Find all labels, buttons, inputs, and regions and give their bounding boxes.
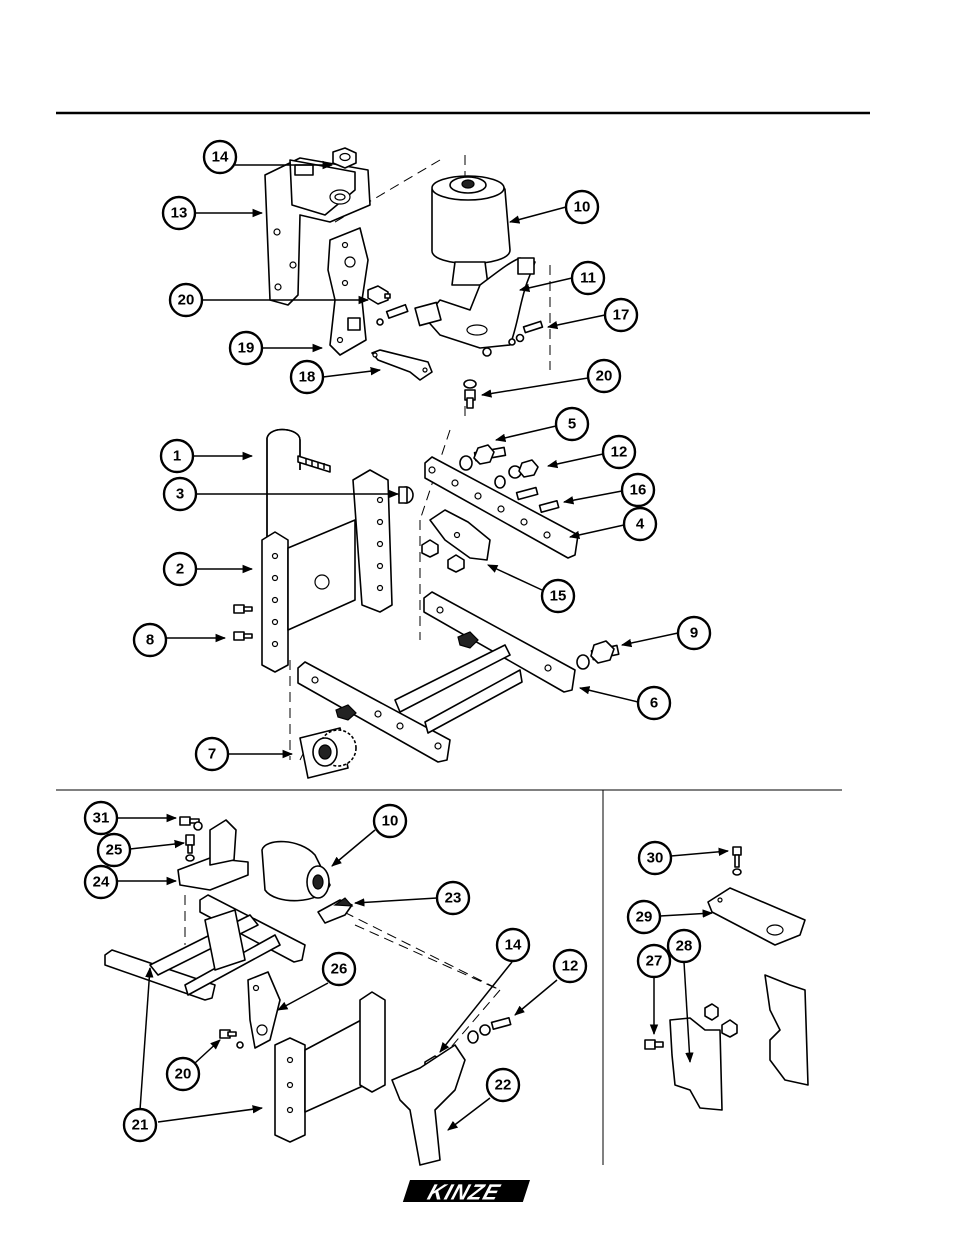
nut-14 xyxy=(333,148,356,168)
callout-29: 29 xyxy=(628,901,660,933)
callout-12: 12 xyxy=(603,436,635,468)
svg-text:19: 19 xyxy=(238,340,255,357)
svg-text:12: 12 xyxy=(562,958,579,975)
svg-text:23: 23 xyxy=(445,890,462,907)
svg-text:KINZE: KINZE xyxy=(425,1180,504,1204)
svg-text:29: 29 xyxy=(636,909,653,926)
bushing-3 xyxy=(399,487,413,503)
callout-20: 20 xyxy=(170,284,202,316)
callout-8: 8 xyxy=(134,624,166,656)
svg-text:7: 7 xyxy=(208,746,216,763)
svg-text:10: 10 xyxy=(382,813,399,830)
bolt-20-lower xyxy=(464,380,476,408)
callout-20: 20 xyxy=(588,360,620,392)
callout-28: 28 xyxy=(668,930,700,962)
svg-text:17: 17 xyxy=(613,307,630,324)
svg-text:26: 26 xyxy=(331,961,348,978)
svg-text:20: 20 xyxy=(596,368,613,385)
callout-22: 22 xyxy=(487,1069,519,1101)
callout-27: 27 xyxy=(638,945,670,977)
svg-text:16: 16 xyxy=(630,482,647,499)
callout-26: 26 xyxy=(323,953,355,985)
callout-13: 13 xyxy=(163,197,195,229)
bolt-5 xyxy=(460,445,505,470)
callout-19: 19 xyxy=(230,332,262,364)
mount-bracket-2 xyxy=(262,470,392,672)
callout-9: 9 xyxy=(678,617,710,649)
callout-12: 12 xyxy=(554,950,586,982)
bottom-left-assembly-parts xyxy=(105,817,511,1165)
svg-text:10: 10 xyxy=(574,199,591,216)
svg-text:14: 14 xyxy=(505,937,522,954)
svg-text:1: 1 xyxy=(173,448,181,465)
bottom-right-assembly-parts xyxy=(645,847,808,1110)
svg-text:20: 20 xyxy=(175,1066,192,1083)
callout-15: 15 xyxy=(542,580,574,612)
svg-text:15: 15 xyxy=(550,588,567,605)
callout-21: 21 xyxy=(124,1109,156,1141)
bolt-9 xyxy=(577,641,619,669)
svg-text:9: 9 xyxy=(690,625,698,642)
callout-20: 20 xyxy=(167,1058,199,1090)
callout-1: 1 xyxy=(161,440,193,472)
kinze-logo: KINZE xyxy=(402,1180,530,1204)
svg-text:12: 12 xyxy=(611,444,628,461)
svg-text:6: 6 xyxy=(650,695,658,712)
callout-4: 4 xyxy=(624,508,656,540)
wheel-10 xyxy=(432,176,510,285)
callout-2: 2 xyxy=(164,553,196,585)
svg-text:31: 31 xyxy=(93,810,110,827)
callout-7: 7 xyxy=(196,738,228,770)
svg-text:3: 3 xyxy=(176,486,184,503)
svg-text:25: 25 xyxy=(106,842,123,859)
callout-23: 23 xyxy=(437,882,469,914)
plate-15 xyxy=(422,510,490,572)
svg-text:13: 13 xyxy=(171,205,188,222)
callout-25: 25 xyxy=(98,834,130,866)
callout-11: 11 xyxy=(572,262,604,294)
callout-18: 18 xyxy=(291,361,323,393)
sprocket-7 xyxy=(300,728,356,778)
bolt-12 xyxy=(495,460,538,488)
callout-31: 31 xyxy=(85,802,117,834)
svg-text:27: 27 xyxy=(646,953,663,970)
bolts-8 xyxy=(234,605,252,640)
callout-10: 10 xyxy=(374,805,406,837)
svg-text:24: 24 xyxy=(93,874,110,891)
svg-text:5: 5 xyxy=(568,416,576,433)
callout-10: 10 xyxy=(566,191,598,223)
bolt-20-upper xyxy=(368,286,408,325)
svg-text:28: 28 xyxy=(676,938,693,955)
svg-text:30: 30 xyxy=(647,850,664,867)
callout-5: 5 xyxy=(556,408,588,440)
u-bolt-1 xyxy=(267,430,330,540)
link-18 xyxy=(372,350,432,380)
svg-text:14: 14 xyxy=(212,149,229,166)
callout-3: 3 xyxy=(164,478,196,510)
svg-text:18: 18 xyxy=(299,369,316,386)
callout-14: 14 xyxy=(204,141,236,173)
callout-24: 24 xyxy=(85,866,117,898)
svg-text:8: 8 xyxy=(146,632,154,649)
svg-text:21: 21 xyxy=(132,1117,149,1134)
callout-6: 6 xyxy=(638,687,670,719)
callout-14: 14 xyxy=(497,929,529,961)
callout-17: 17 xyxy=(605,299,637,331)
svg-text:2: 2 xyxy=(176,561,184,578)
svg-text:4: 4 xyxy=(636,516,645,533)
callout-30: 30 xyxy=(639,842,671,874)
svg-text:20: 20 xyxy=(178,292,195,309)
callout-16: 16 xyxy=(622,474,654,506)
svg-text:11: 11 xyxy=(580,270,596,287)
plate-19 xyxy=(328,228,368,355)
svg-text:22: 22 xyxy=(495,1077,512,1094)
